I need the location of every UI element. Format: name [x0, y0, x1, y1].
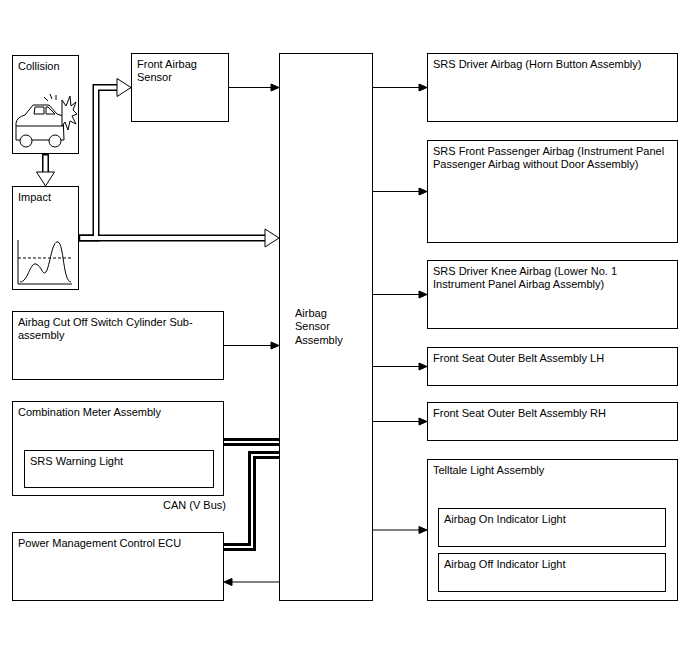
telltale-box: Telltale Light AssemblyAirbag On Indicat…: [427, 459, 678, 601]
arrowhead: [271, 342, 279, 349]
node-text: Telltale Light Assembly: [433, 464, 672, 477]
signal-arrow: [232, 582, 279, 583]
node-text: SRS Driver Airbag (Horn Button Assembly): [433, 58, 672, 71]
arrowhead: [419, 363, 427, 370]
car-trim: [16, 126, 64, 127]
can-bus: [224, 438, 279, 446]
node-text: SRS Front Passenger Airbag (Instrument P…: [433, 145, 672, 171]
node-text: Combination Meter Assembly: [18, 406, 218, 419]
airbag-sensor-assembly: Airbag Sensor Assembly: [279, 53, 373, 601]
node-text: SRS Warning Light: [30, 455, 208, 468]
sensor-box: Front Airbag Sensor: [131, 53, 229, 122]
arrowhead: [419, 188, 427, 195]
hollow-arrowhead: [37, 172, 55, 186]
node-text: Airbag Cut Off Switch Cylinder Sub-assem…: [18, 316, 218, 342]
collision-box: Collision: [12, 55, 79, 154]
airbag-box: SRS Front Passenger Airbag (Instrument P…: [427, 140, 678, 243]
belt-box: Front Seat Outer Belt Assembly LH: [427, 347, 678, 386]
node-text: Airbag Sensor Assembly: [295, 307, 355, 347]
warning-light-box: SRS Warning Light: [24, 450, 214, 488]
bus-gap: [224, 455, 279, 547]
node-text: Impact: [18, 191, 73, 204]
hollow-arrow: [79, 235, 265, 242]
signal-arrow: [224, 345, 271, 346]
threshold-line: [18, 258, 72, 259]
hollow-arrowhead: [265, 229, 279, 247]
car-wheel: [49, 135, 61, 147]
indicator-box: Airbag On Indicator Light: [438, 508, 666, 547]
car-wheel: [20, 135, 32, 147]
can-bus: [224, 455, 279, 547]
arrowhead: [419, 418, 427, 425]
car-window: [34, 107, 55, 114]
hollow-arrowhead: [117, 79, 131, 97]
node-text: Power Management Control ECU: [18, 537, 218, 550]
node-text: Front Seat Outer Belt Assembly LH: [433, 352, 672, 365]
meter-box: Combination Meter AssemblySRS Warning Li…: [12, 401, 224, 496]
node-text: Collision: [18, 60, 73, 73]
signal-arrow: [373, 421, 419, 422]
node-text: Front Seat Outer Belt Assembly RH: [433, 407, 672, 420]
signal-arrow: [373, 294, 419, 295]
car-body: [16, 105, 64, 140]
signal-arrow: [373, 191, 419, 192]
impact-curve: [20, 242, 71, 282]
shock-marks: [44, 94, 56, 101]
arrowhead: [419, 84, 427, 91]
arrowhead: [419, 527, 427, 534]
node-text: Front Airbag Sensor: [137, 58, 223, 84]
car-illustration: [16, 94, 77, 147]
impact-box: Impact: [12, 186, 79, 290]
bus-gap: [224, 441, 279, 443]
signal-arrow: [373, 530, 419, 531]
node-text: Airbag On Indicator Light: [444, 513, 660, 526]
belt-box: Front Seat Outer Belt Assembly RH: [427, 402, 678, 441]
switch-box: Airbag Cut Off Switch Cylinder Sub-assem…: [12, 311, 224, 380]
signal-arrow: [229, 87, 271, 88]
impact-burst: [62, 96, 77, 130]
arrowhead: [271, 84, 279, 91]
airbag-box: SRS Driver Airbag (Horn Button Assembly): [427, 53, 678, 122]
signal-arrow: [373, 366, 419, 367]
graph-axes: [18, 240, 72, 284]
hollow-arrow: [79, 88, 117, 239]
signal-arrow: [373, 87, 419, 88]
node-text: SRS Driver Knee Airbag (Lower No. 1 Inst…: [433, 265, 672, 291]
hollow-arrow-inner: [81, 88, 118, 239]
node-text: Airbag Off Indicator Light: [444, 558, 660, 571]
arrowhead: [419, 291, 427, 298]
hollow-arrow-inner: [81, 236, 266, 240]
ecu-box: Power Management Control ECU: [12, 532, 224, 601]
hollow-arrow-inner: [44, 156, 48, 173]
bus-label: CAN (V Bus): [163, 499, 226, 512]
impact-graph: [18, 240, 72, 284]
hollow-arrow: [42, 154, 49, 172]
airbag-box: SRS Driver Knee Airbag (Lower No. 1 Inst…: [427, 260, 678, 329]
arrowhead: [224, 579, 232, 586]
indicator-box: Airbag Off Indicator Light: [438, 553, 666, 592]
